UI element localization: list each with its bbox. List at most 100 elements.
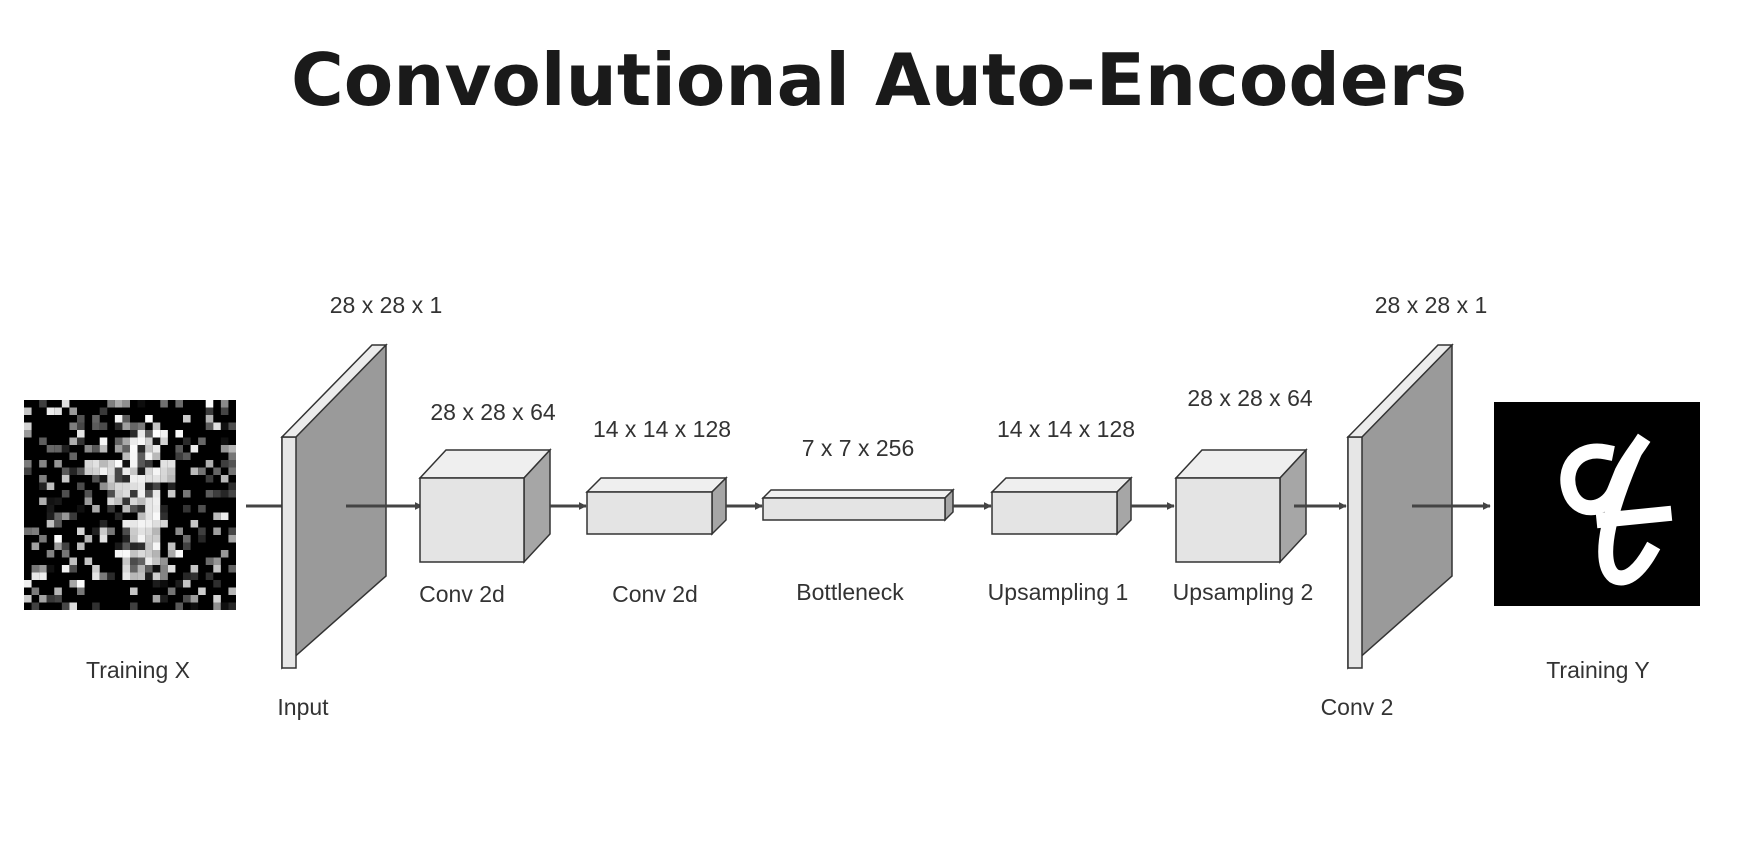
noise-pixel	[130, 557, 138, 565]
noise-pixel	[46, 407, 55, 415]
noise-pixel	[92, 602, 100, 610]
noise-pixel	[130, 422, 138, 430]
noise-pixel	[145, 445, 153, 453]
noise-pixel	[54, 497, 62, 505]
noise-pixel	[31, 572, 40, 580]
noise-pixel	[99, 407, 108, 415]
noise-pixel	[122, 535, 130, 543]
noise-pixel	[137, 400, 146, 408]
noise-pixel	[145, 527, 153, 535]
noise-pixel	[107, 460, 115, 468]
noise-pixel	[152, 557, 161, 565]
noise-pixel	[114, 475, 123, 483]
noise-pixel	[130, 445, 138, 453]
noise-pixel	[130, 437, 138, 445]
noise-pixel	[205, 422, 214, 430]
noise-pixel	[130, 482, 138, 490]
noise-pixel	[99, 445, 108, 453]
noise-pixel	[137, 430, 146, 438]
noise-pixel	[61, 512, 70, 520]
noise-pixel	[175, 430, 183, 438]
upsampling1-dims: 14 x 14 x 128	[997, 416, 1135, 442]
noise-pixel	[220, 475, 229, 483]
noise-pixel	[213, 527, 221, 535]
noise-pixel	[130, 602, 138, 610]
noise-pixel	[69, 602, 77, 610]
noise-pixel	[107, 505, 115, 513]
noise-pixel	[39, 572, 47, 580]
noise-pixel	[220, 550, 229, 558]
noise-pixel	[205, 400, 214, 408]
input-layer-panel	[280, 343, 388, 670]
noise-pixel	[152, 482, 161, 490]
noise-pixel	[228, 527, 236, 535]
noise-pixel	[205, 407, 214, 415]
noise-pixel	[54, 512, 62, 520]
noise-pixel	[167, 475, 176, 483]
noise-pixel	[137, 422, 146, 430]
noise-pixel	[130, 452, 138, 460]
noise-pixel	[213, 512, 221, 520]
noise-pixel	[152, 445, 161, 453]
noise-pixel	[160, 505, 168, 513]
noise-pixel	[152, 572, 161, 580]
noise-pixel	[122, 415, 130, 423]
noise-pixel	[107, 490, 115, 498]
noise-pixel	[39, 595, 47, 603]
noise-pixel	[61, 475, 70, 483]
noise-pixel	[220, 460, 229, 468]
noise-pixel	[152, 497, 161, 505]
noise-pixel	[54, 460, 62, 468]
training-y-label: Training Y	[1546, 657, 1650, 683]
noise-pixel	[99, 520, 108, 528]
bottleneck-label: Bottleneck	[796, 579, 904, 605]
noise-pixel	[160, 580, 168, 588]
noise-pixel	[92, 565, 100, 573]
noise-pixel	[31, 587, 40, 595]
conv2-block	[585, 476, 728, 536]
noise-pixel	[92, 445, 100, 453]
noise-pixel	[114, 550, 123, 558]
noise-pixel	[61, 550, 70, 558]
noise-pixel	[122, 505, 130, 513]
noise-pixel	[84, 460, 93, 468]
noise-pixel	[198, 535, 206, 543]
noise-pixel	[175, 602, 183, 610]
noise-pixel	[122, 400, 130, 408]
noise-pixel	[69, 422, 77, 430]
noise-pixel	[152, 430, 161, 438]
noise-pixel	[137, 550, 146, 558]
noise-pixel	[137, 542, 146, 550]
training-x-label: Training X	[86, 657, 190, 683]
noise-pixel	[84, 490, 93, 498]
noise-pixel	[137, 497, 146, 505]
noise-pixel	[92, 422, 100, 430]
noise-pixel	[46, 512, 55, 520]
noise-pixel	[145, 490, 153, 498]
noise-pixel	[137, 460, 146, 468]
noise-pixel	[114, 482, 123, 490]
bottleneck-block	[761, 488, 955, 522]
noise-pixel	[160, 467, 168, 475]
noise-pixel	[114, 415, 123, 423]
noise-pixel	[152, 580, 161, 588]
noise-pixel	[190, 572, 199, 580]
noise-pixel	[137, 445, 146, 453]
noise-pixel	[190, 445, 199, 453]
noise-pixel	[213, 580, 221, 588]
noise-pixel	[145, 437, 153, 445]
noise-pixel	[130, 505, 138, 513]
noise-pixel	[69, 437, 77, 445]
noise-pixel	[183, 535, 191, 543]
noise-pixel	[167, 460, 176, 468]
noise-pixel	[122, 475, 130, 483]
noise-pixel	[99, 437, 108, 445]
noise-pixel	[77, 527, 85, 535]
noise-pixel	[167, 542, 176, 550]
noise-pixel	[228, 445, 236, 453]
noise-pixel	[77, 505, 85, 513]
noise-pixel	[145, 460, 153, 468]
noise-pixel	[92, 415, 100, 423]
noise-pixel	[46, 595, 55, 603]
